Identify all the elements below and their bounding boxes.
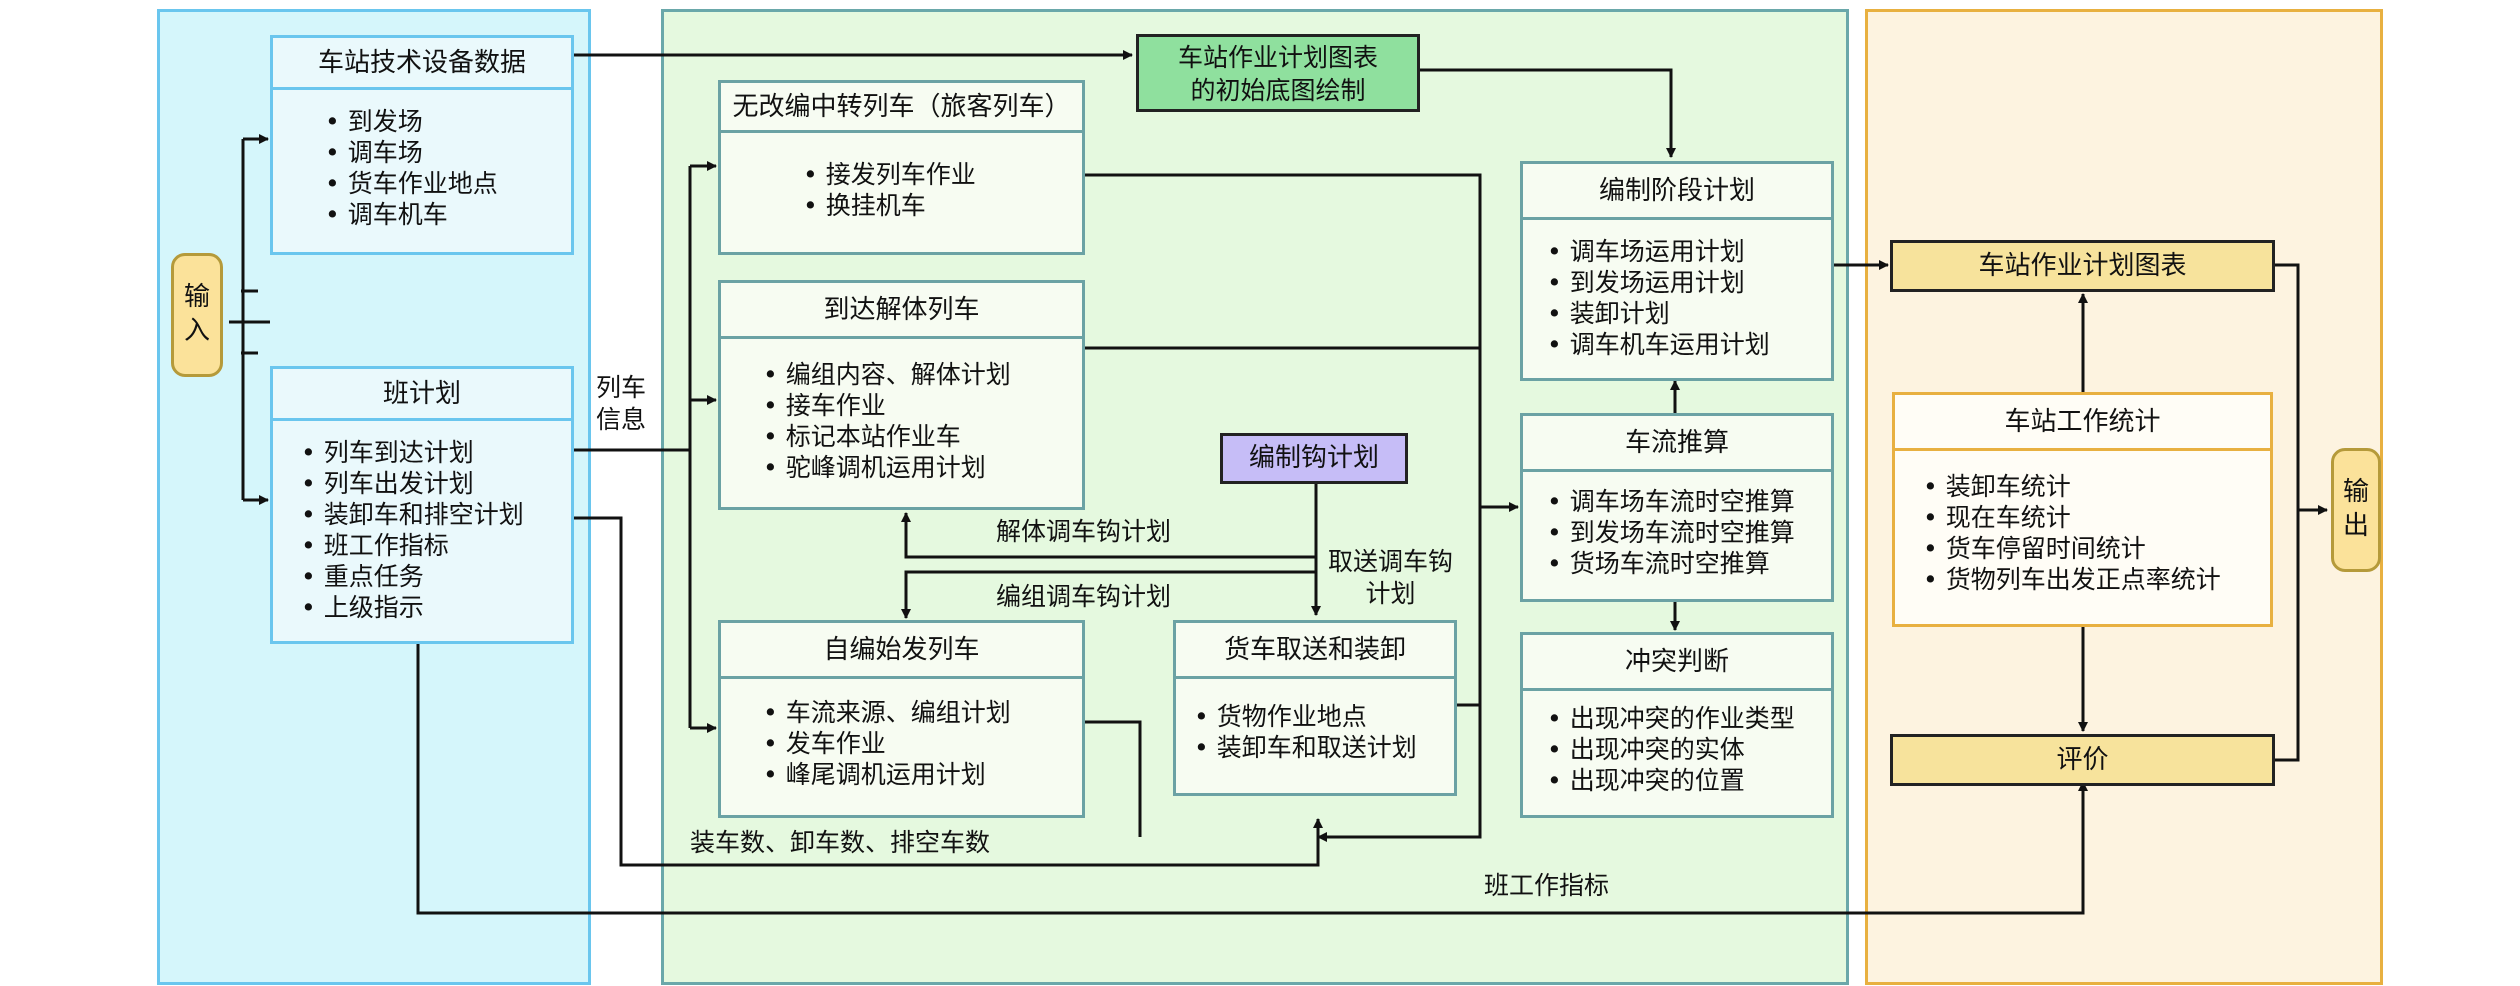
shift-plan-item: 装卸车和排空计划: [301, 499, 571, 530]
through-train-item: 换挂机车: [803, 190, 1082, 221]
wagon-ops-title: 货车取送和装卸: [1176, 623, 1454, 679]
shift-plan-item: 上级指示: [301, 592, 571, 623]
train-info-label: 列车 信息: [596, 372, 646, 436]
conflict-item: 出现冲突的作业类型: [1547, 703, 1831, 734]
evaluation-label: 评价: [2056, 745, 2109, 775]
shift-plan-item: 班工作指标: [301, 530, 571, 561]
stage-plan-box: 编制阶段计划 调车场运用计划 到发场运用计划 装卸计划 调车机车运用计划: [1520, 161, 1834, 381]
departure-train-title: 自编始发列车: [721, 623, 1082, 679]
through-train-box: 无改编中转列车（旅客列车） 接发列车作业 换挂机车: [718, 80, 1085, 255]
hook-plan-box: 编制钩计划: [1220, 433, 1408, 484]
stage-plan-title: 编制阶段计划: [1523, 164, 1831, 220]
station-stats-item: 装卸车统计: [1923, 471, 2270, 502]
tech-data-item: 调车场: [325, 137, 571, 168]
init-chart-line: 的初始底图绘制: [1190, 76, 1366, 105]
flow-calc-box: 车流推算 调车场车流时空推算 到发场车流时空推算 货场车流时空推算: [1520, 413, 1834, 602]
shift-plan-box: 班计划 列车到达计划 列车出发计划 装卸车和排空计划 班工作指标 重点任务 上级…: [270, 366, 574, 644]
arrival-train-item: 标记本站作业车: [763, 421, 1082, 452]
shift-plan-item: 重点任务: [301, 561, 571, 592]
departure-train-item: 发车作业: [763, 728, 1082, 759]
arrival-train-box: 到达解体列车 编组内容、解体计划 接车作业 标记本站作业车 驼峰调机运用计划: [718, 280, 1085, 510]
stage-plan-item: 调车机车运用计划: [1547, 329, 1831, 360]
hook-plan-label: 编制钩计划: [1248, 443, 1379, 473]
shift-plan-item: 列车出发计划: [301, 468, 571, 499]
train-info-line: 信息: [596, 405, 647, 434]
through-train-item: 接发列车作业: [803, 159, 1082, 190]
tech-data-item: 调车机车: [325, 199, 571, 230]
train-info-line: 列车: [596, 373, 647, 402]
conflict-item: 出现冲突的位置: [1547, 765, 1831, 796]
input-label: 输入: [183, 282, 210, 346]
through-train-title: 无改编中转列车（旅客列车）: [721, 83, 1082, 133]
station-stats-box: 车站工作统计 装卸车统计 现在车统计 货车停留时间统计 货物列车出发正点率统计: [1892, 392, 2273, 627]
wagon-ops-box: 货车取送和装卸 货物作业地点 装卸车和取送计划: [1173, 620, 1457, 796]
shift-plan-item: 列车到达计划: [301, 437, 571, 468]
compose-hook-label: 编组调车钩计划: [996, 582, 1172, 611]
wagon-ops-item: 装卸车和取送计划: [1194, 732, 1454, 763]
station-chart-box: 车站作业计划图表: [1890, 240, 2275, 292]
station-stats-item: 货车停留时间统计: [1923, 533, 2270, 564]
arrival-train-item: 接车作业: [763, 390, 1082, 421]
stage-plan-item: 装卸计划: [1547, 298, 1831, 329]
arrival-train-item: 编组内容、解体计划: [763, 359, 1082, 390]
input-pill: 输入: [171, 253, 223, 377]
decomp-hook-label: 解体调车钩计划: [996, 517, 1172, 546]
output-label: 输出: [2342, 477, 2369, 541]
pickup-hook-line: 计划: [1365, 579, 1416, 608]
station-chart-label: 车站作业计划图表: [1978, 251, 2187, 281]
conflict-box: 冲突判断 出现冲突的作业类型 出现冲突的实体 出现冲突的位置: [1520, 632, 1834, 818]
pickup-hook-label: 取送调车钩 计划: [1328, 546, 1453, 610]
init-chart-line: 车站作业计划图表: [1177, 43, 1378, 72]
flow-calc-item: 货场车流时空推算: [1547, 548, 1831, 579]
stage-plan-item: 到发场运用计划: [1547, 267, 1831, 298]
departure-train-item: 峰尾调机运用计划: [763, 759, 1082, 790]
conflict-title: 冲突判断: [1523, 635, 1831, 691]
station-stats-item: 现在车统计: [1923, 502, 2270, 533]
conflict-item: 出现冲突的实体: [1547, 734, 1831, 765]
wagon-ops-item: 货物作业地点: [1194, 701, 1454, 732]
station-stats-title: 车站工作统计: [1895, 395, 2270, 451]
stage-plan-item: 调车场运用计划: [1547, 236, 1831, 267]
pickup-hook-line: 取送调车钩: [1328, 547, 1454, 576]
evaluation-box: 评价: [1890, 734, 2275, 786]
init-chart-box: 车站作业计划图表 的初始底图绘制: [1136, 34, 1420, 112]
tech-data-box: 车站技术设备数据 到发场 调车场 货车作业地点 调车机车: [270, 35, 574, 255]
tech-data-title: 车站技术设备数据: [273, 38, 571, 90]
load-counts-label: 装车数、卸车数、排空车数: [690, 828, 991, 857]
flow-calc-title: 车流推算: [1523, 416, 1831, 472]
departure-train-item: 车流来源、编组计划: [763, 697, 1082, 728]
flow-calc-item: 到发场车流时空推算: [1547, 517, 1831, 548]
departure-train-box: 自编始发列车 车流来源、编组计划 发车作业 峰尾调机运用计划: [718, 620, 1085, 818]
arrival-train-title: 到达解体列车: [721, 283, 1082, 339]
shift-index-label: 班工作指标: [1484, 871, 1610, 900]
tech-data-item: 到发场: [325, 106, 571, 137]
flow-calc-item: 调车场车流时空推算: [1547, 486, 1831, 517]
station-stats-item: 货物列车出发正点率统计: [1923, 564, 2270, 595]
tech-data-item: 货车作业地点: [325, 168, 571, 199]
shift-plan-title: 班计划: [273, 369, 571, 421]
output-pill: 输出: [2331, 448, 2381, 572]
arrival-train-item: 驼峰调机运用计划: [763, 452, 1082, 483]
